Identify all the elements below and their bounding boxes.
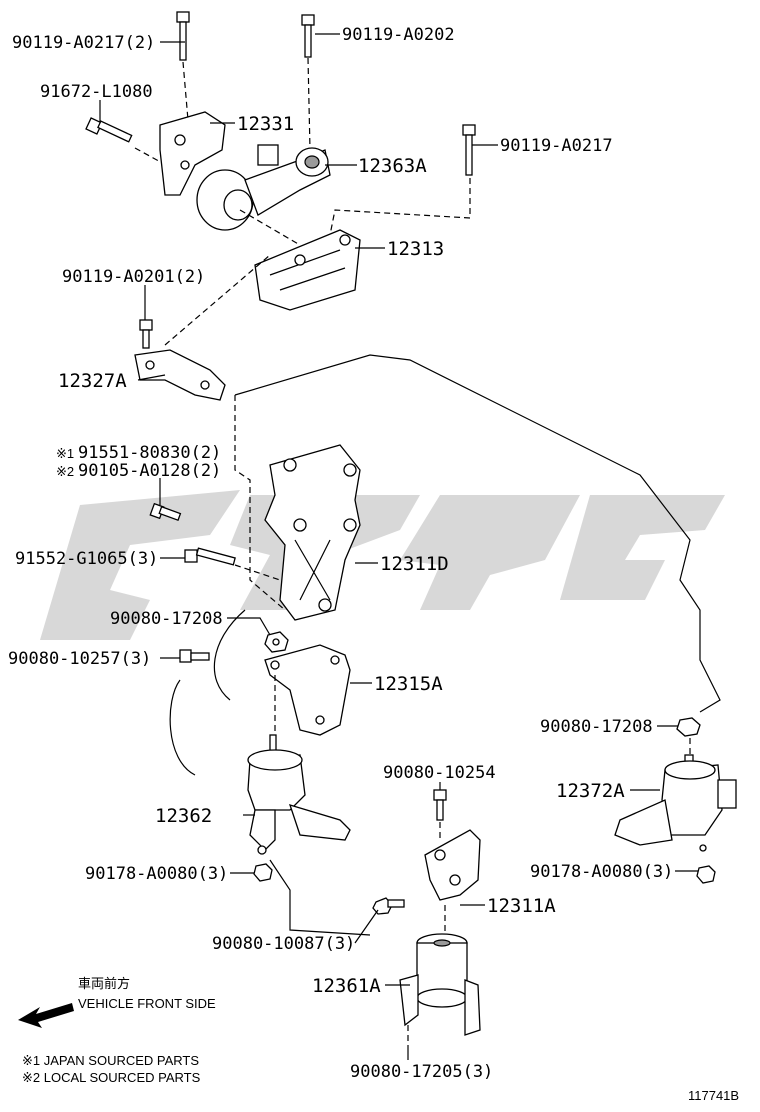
- label-90119-a0217-2: 90119-A0217(2): [12, 33, 155, 53]
- bracket-12311d: [264, 444, 361, 621]
- label-90080-10254: 90080-10254: [383, 763, 496, 783]
- label-12372a: 12372A: [556, 780, 625, 802]
- label-90080-10257-3: 90080-10257(3): [8, 649, 151, 669]
- label-90119-a0201-2: 90119-A0201(2): [62, 267, 205, 287]
- insulator-12363a: [196, 144, 331, 231]
- label-90080-17208-b: 90080-17208: [540, 717, 653, 737]
- direction-legend: 車両前方 VEHICLE FRONT SIDE ※1 JAPAN SOURCED…: [22, 976, 739, 1103]
- label-12315a: 12315A: [374, 673, 443, 695]
- bolt-90119-a0217: [329, 124, 476, 236]
- label-12363a: 12363A: [358, 155, 427, 177]
- legend-line-2: ※2 LOCAL SOURCED PARTS: [22, 1070, 201, 1085]
- figure-id: 117741B: [688, 1088, 739, 1103]
- bolt-90080-10257-3: [179, 649, 210, 663]
- insulator-12361a: [399, 933, 481, 1045]
- label-90178-a0080-3-b: 90178-A0080(3): [530, 862, 673, 882]
- label-12331: 12331: [237, 113, 294, 135]
- label-90080-17208-a: 90080-17208: [110, 609, 223, 629]
- bracket-12331: [159, 111, 226, 196]
- label-90105-a0128-2: 90105-A0128(2): [78, 461, 221, 481]
- label-12311a: 12311A: [487, 895, 556, 917]
- label-90119-a0217: 90119-A0217: [500, 136, 613, 156]
- bolt-90119-a0217-2: [176, 11, 190, 121]
- label-90080-17205-3: 90080-17205(3): [350, 1062, 493, 1082]
- label-12327a: 12327A: [58, 370, 127, 392]
- bolt-90080-10254: [433, 789, 447, 840]
- bolt-91552-g1065-3: [184, 547, 281, 581]
- vehicle-front-arrow-icon: [18, 1003, 74, 1028]
- bolt-91672-l1080: [85, 117, 176, 171]
- label-90080-10087-3: 90080-10087(3): [212, 934, 355, 954]
- stay-12327a: [134, 349, 226, 401]
- bracket-12315a: [264, 644, 351, 740]
- direction-en-label: VEHICLE FRONT SIDE: [78, 996, 216, 1011]
- label-12313: 12313: [387, 238, 444, 260]
- mark-note1: ※1: [56, 446, 74, 461]
- label-90119-a0202: 90119-A0202: [342, 25, 455, 45]
- insulator-12372a: [614, 754, 737, 852]
- direction-jp-label: 車両前方: [78, 976, 130, 991]
- insulator-12362: [247, 734, 351, 855]
- mark-note2: ※2: [56, 464, 74, 479]
- leader-lines: [99, 33, 698, 1060]
- label-90178-a0080-3-a: 90178-A0080(3): [85, 864, 228, 884]
- label-12361a: 12361A: [312, 975, 381, 997]
- bolt-90119-a0201-2: [139, 254, 271, 349]
- label-91551-80830-2: 91551-80830(2): [78, 443, 221, 463]
- bolt-91551-90105: [149, 502, 182, 522]
- label-12362: 12362: [155, 805, 212, 827]
- nut-90178-a0080-3-a: [253, 863, 273, 882]
- bracket-12311a: [424, 829, 481, 935]
- nut-90178-a0080-3-b: [696, 865, 716, 884]
- bolt-90080-10087-3: [372, 897, 405, 915]
- callout-labels: 90119-A0217(2) 90119-A0202 91672-L1080 1…: [8, 25, 673, 1082]
- engine-outline: [169, 354, 721, 936]
- label-91552-g1065-3: 91552-G1065(3): [15, 549, 158, 569]
- bracket-12313: [239, 209, 361, 311]
- label-12311d: 12311D: [380, 553, 449, 575]
- nut-90080-17208-b: [676, 717, 701, 755]
- legend-line-1: ※1 JAPAN SOURCED PARTS: [22, 1053, 199, 1068]
- nut-90080-17208-a: [264, 631, 289, 653]
- label-91672-l1080: 91672-L1080: [40, 82, 153, 102]
- bolt-90119-a0202: [301, 14, 315, 151]
